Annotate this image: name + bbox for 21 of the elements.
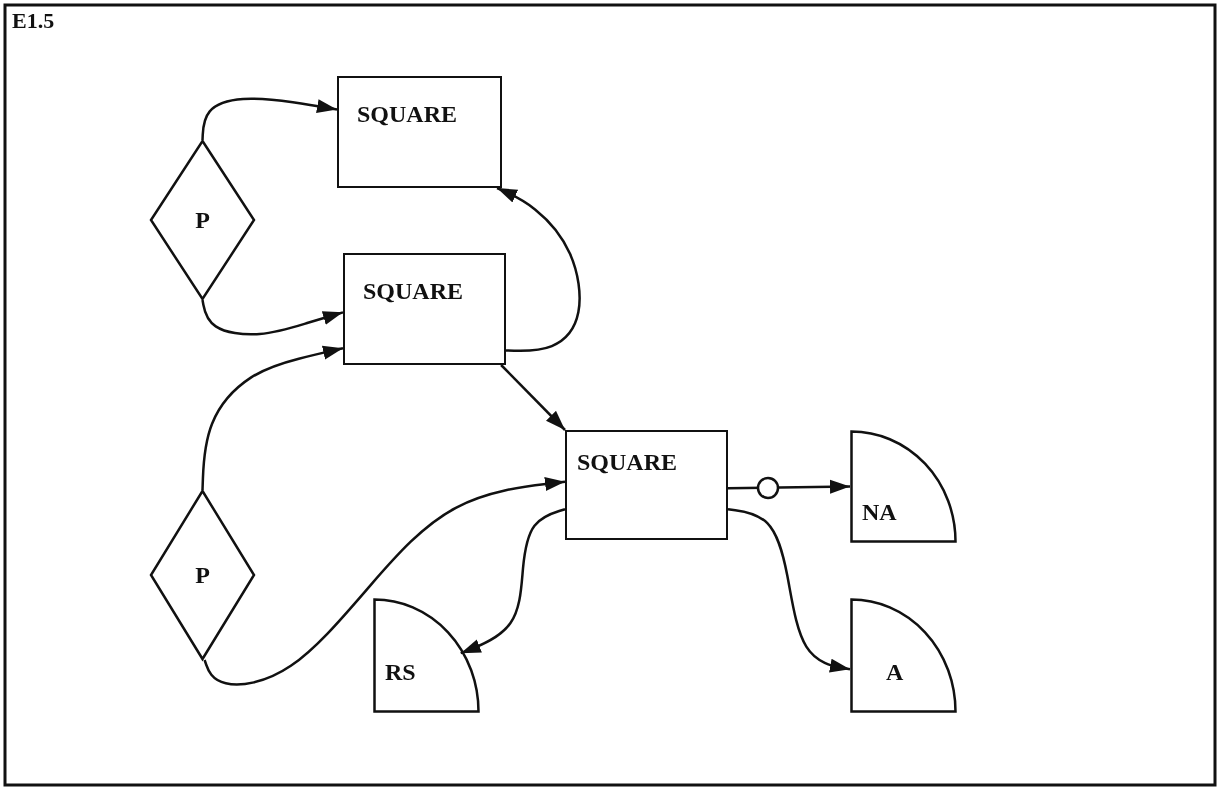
arrow <box>727 507 851 673</box>
node-label: SQUARE <box>357 102 458 126</box>
node-label: P <box>195 563 210 587</box>
node-label: A <box>886 660 904 684</box>
node-label: SQUARE <box>577 450 678 474</box>
arrow <box>496 186 581 353</box>
arrow <box>201 97 338 141</box>
process-box <box>337 76 502 188</box>
arrow <box>728 479 850 494</box>
node-label: P <box>195 208 210 232</box>
node-label: NA <box>862 500 897 524</box>
arrow <box>500 364 566 431</box>
arrow <box>201 299 344 336</box>
figure-label: E1.5 <box>12 10 55 32</box>
process-box <box>565 430 728 540</box>
arrow <box>201 345 344 491</box>
process-box <box>343 253 506 365</box>
node-label: RS <box>385 660 416 684</box>
arrow <box>460 508 566 655</box>
node-label: SQUARE <box>363 279 464 303</box>
arrow <box>203 477 566 686</box>
